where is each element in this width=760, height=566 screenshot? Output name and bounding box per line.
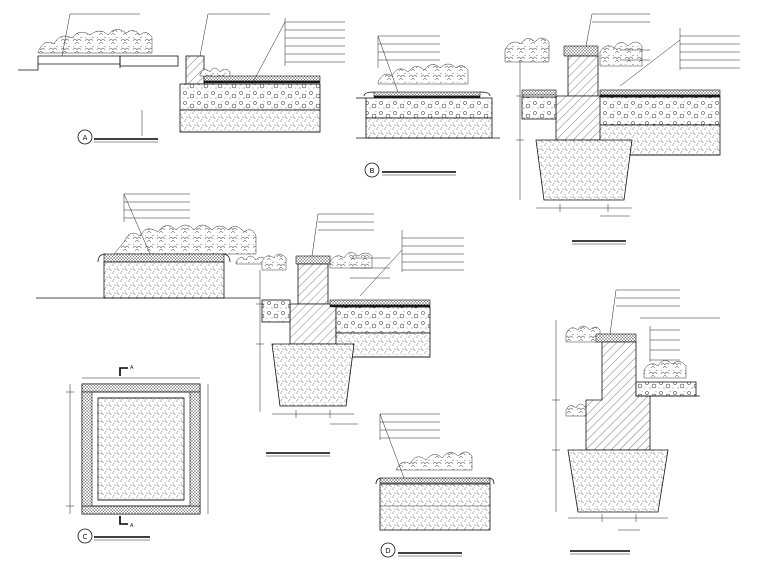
shrub-planting [113, 224, 257, 255]
shrub-planting [37, 29, 153, 54]
concrete-foundation [271, 343, 355, 407]
concrete-foundation [567, 449, 669, 513]
section-marker-d [380, 542, 396, 558]
gravel-base [365, 117, 493, 139]
section-marker-a [77, 129, 93, 145]
shrub-planting [377, 63, 469, 85]
edge-stone [185, 55, 205, 85]
section-b: B [356, 35, 500, 178]
wall-outline [18, 55, 121, 71]
plan-c: A A C [66, 365, 209, 544]
section-d: D [375, 413, 495, 558]
wall-footing [289, 303, 337, 345]
section-marker-b-label: B [370, 167, 375, 175]
concrete-base [179, 83, 321, 111]
planter-cap [103, 253, 225, 263]
section-cut-label-bottom: A [130, 523, 134, 529]
section-cut-mark-bottom [119, 516, 128, 525]
section-cut-mark-top [119, 367, 128, 376]
shrub-planting [261, 253, 287, 271]
shrub-planting [565, 325, 601, 343]
coping [119, 55, 179, 67]
paving-layer [203, 75, 321, 82]
gravel-base [179, 109, 321, 133]
shrub-planting [395, 451, 473, 471]
concrete-base [365, 97, 493, 119]
wall-section-right [552, 289, 720, 555]
planter-body [103, 261, 225, 299]
section-b-detail [504, 13, 740, 245]
shrub-planting [504, 37, 550, 63]
planting-bed [97, 397, 185, 501]
section-marker-d-label: D [385, 547, 390, 555]
plan-marker-c [77, 528, 93, 544]
retaining-wall [567, 55, 599, 97]
section-cut-label-top: A [130, 365, 134, 371]
plan-marker-c-label: C [83, 533, 88, 541]
concrete-foundation [535, 139, 633, 201]
planter-body [379, 483, 491, 531]
wall-section-center [256, 213, 464, 457]
section-marker-a-label: A [83, 134, 88, 142]
section-marker-b [364, 162, 380, 178]
retaining-wall [297, 263, 329, 305]
planter-section [36, 193, 267, 299]
wall-coping [563, 45, 599, 57]
section-a: A [18, 13, 345, 145]
